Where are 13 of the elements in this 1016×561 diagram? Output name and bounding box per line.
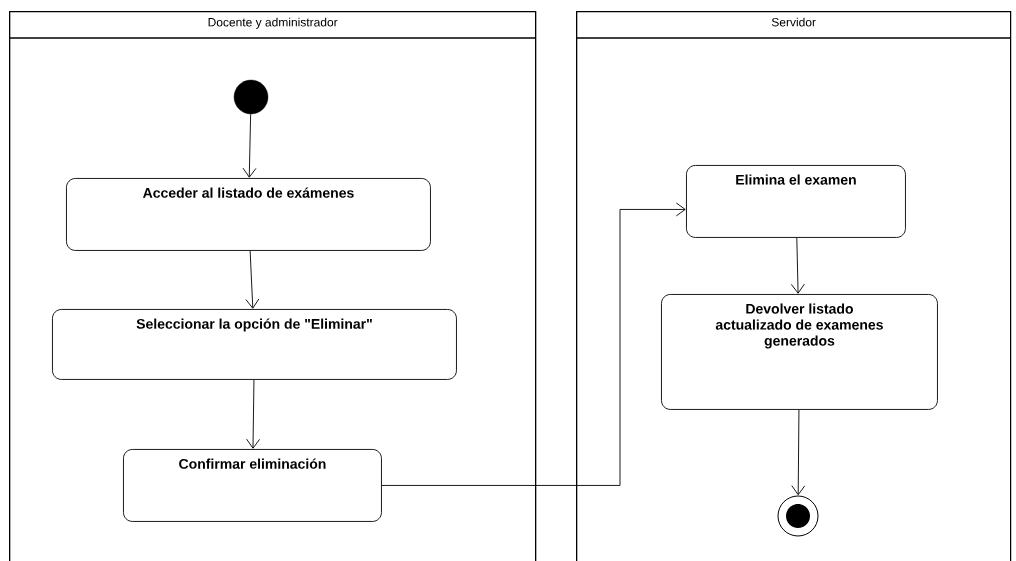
initial-node [233,79,269,115]
arrow [246,379,261,449]
action-box: Seleccionar la opción de "Eliminar" [52,309,457,380]
action-box: Acceder al listado de exámenes [66,178,431,251]
final-node [777,495,819,537]
action-box: Confirmar eliminación [123,449,382,522]
arrow [242,113,257,178]
arrow [245,250,260,309]
arrow [791,409,806,496]
arrow [790,237,805,294]
action-box: Elimina el examen [686,165,906,238]
action-box: Devolver listado actualizado de examenes generados [661,294,938,410]
arrow [381,202,686,486]
